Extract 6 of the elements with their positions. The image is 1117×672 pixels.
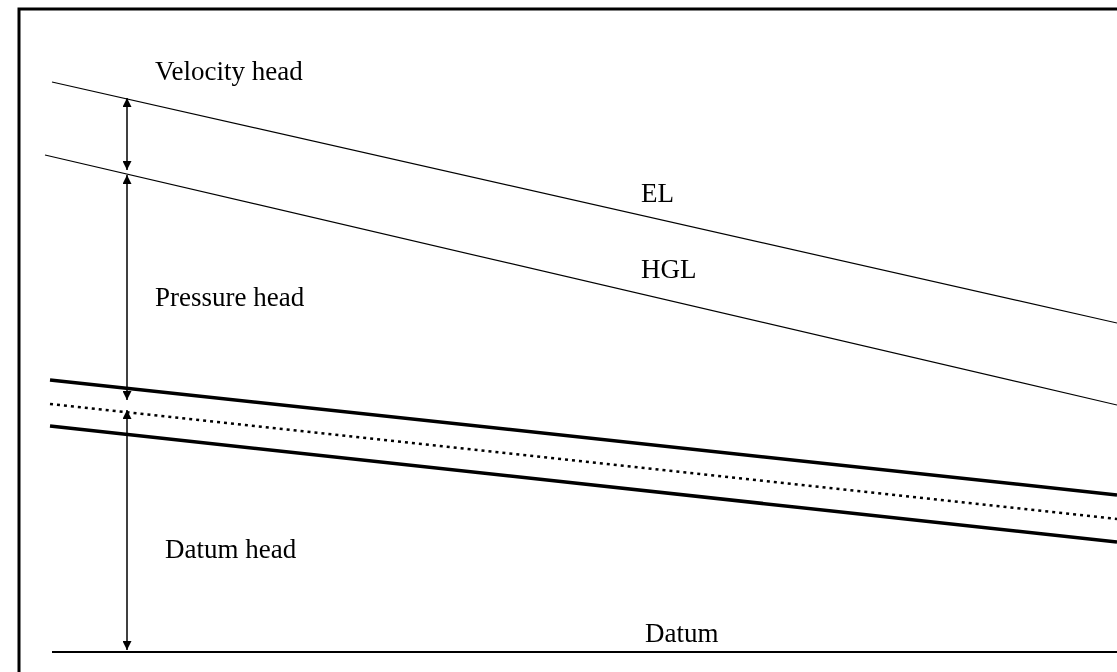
line-label: HGL (641, 256, 697, 283)
line-label: Datum (645, 620, 719, 647)
dimension-label: Pressure head (155, 284, 305, 311)
line-label: EL (641, 180, 674, 207)
dimension-label: Datum head (165, 536, 297, 563)
dimension-label: Velocity head (155, 58, 303, 85)
